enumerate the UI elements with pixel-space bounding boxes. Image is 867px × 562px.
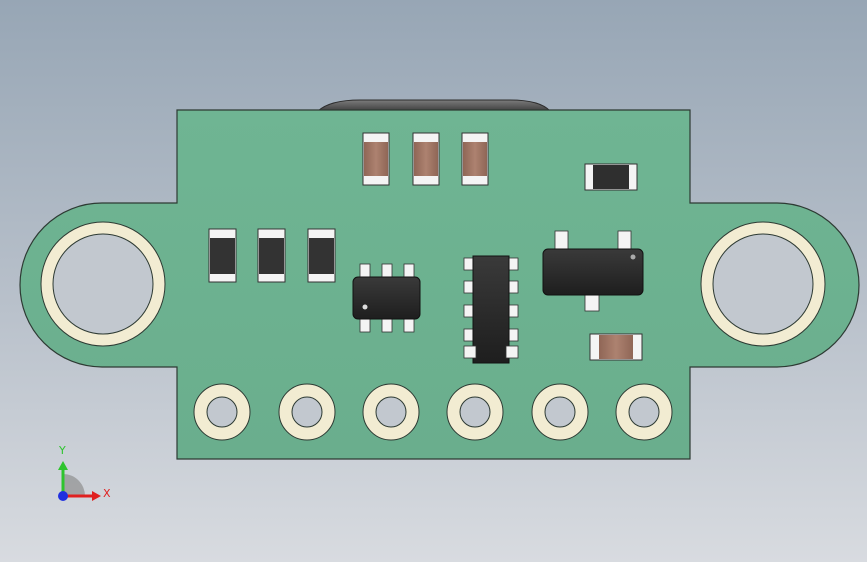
pin1-marker-icon — [362, 304, 368, 310]
ic-sot23-6[interactable] — [352, 263, 421, 333]
diode-top-right[interactable] — [584, 163, 638, 191]
header-pad-1[interactable] — [193, 383, 251, 441]
header-pad-5[interactable] — [531, 383, 589, 441]
resistor-bottom-right[interactable] — [589, 333, 643, 361]
y-axis-arrowhead-icon — [58, 461, 68, 470]
mounting-hole-left[interactable] — [40, 221, 166, 347]
header-pad-6[interactable] — [615, 383, 673, 441]
coordinate-triad[interactable]: X Y — [58, 444, 111, 501]
capacitor-left-1[interactable] — [208, 228, 237, 283]
capacitor-left-2[interactable] — [257, 228, 286, 283]
header-pad-3[interactable] — [362, 383, 420, 441]
ic-soic-8[interactable] — [463, 255, 519, 364]
mounting-hole-right[interactable] — [700, 221, 826, 347]
x-axis-label: X — [103, 487, 111, 500]
resistor-top-3[interactable] — [461, 132, 489, 186]
y-axis-label: Y — [58, 444, 66, 457]
crystal-oscillator-top — [316, 99, 552, 112]
z-axis-icon — [58, 491, 68, 501]
header-pin-pads — [193, 383, 673, 441]
resistor-top-1[interactable] — [362, 132, 390, 186]
header-pad-4[interactable] — [446, 383, 504, 441]
pcb-board[interactable] — [19, 109, 860, 460]
x-axis-arrowhead-icon — [92, 491, 101, 501]
triad-plane-icon — [63, 474, 85, 496]
ic-sot223-regulator[interactable] — [542, 230, 644, 312]
resistor-top-2[interactable] — [412, 132, 440, 186]
capacitor-left-3[interactable] — [307, 228, 336, 283]
header-pad-2[interactable] — [278, 383, 336, 441]
pin1-marker-icon — [630, 254, 636, 260]
